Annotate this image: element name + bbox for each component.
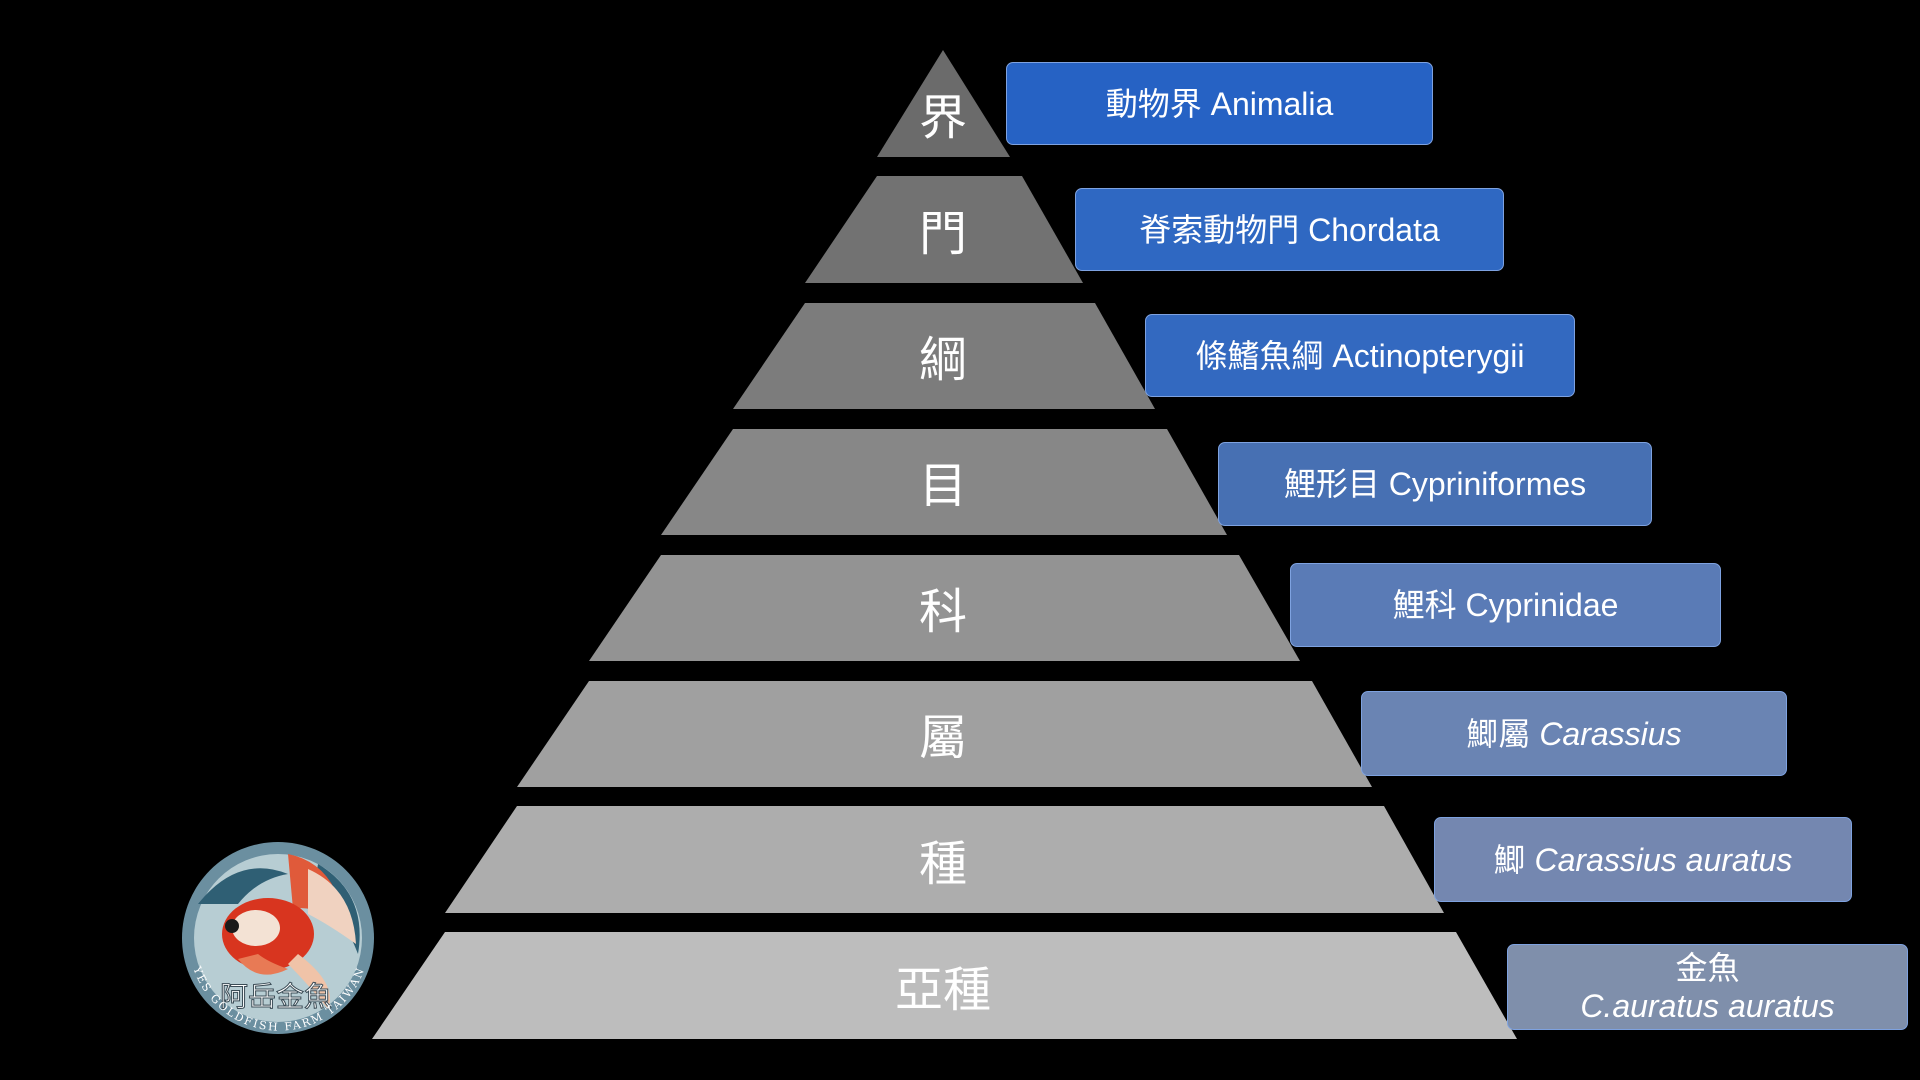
taxon-name-latin: Cypriniformes: [1388, 466, 1587, 502]
rank-label: 科: [918, 584, 967, 640]
goldfish-farm-logo: 阿岳金魚 YES GOLDFISH FARM TAIWAN: [182, 842, 374, 1034]
taxon-box: 條鰭魚綱 Actinopterygii: [1145, 314, 1575, 397]
rank-label: 界: [918, 89, 967, 146]
wave-icon: [198, 868, 288, 904]
taxon-name-latin: Animalia: [1210, 85, 1334, 122]
taxon-name-latin: Carassius auratus: [1534, 841, 1793, 878]
taxon-name-latin: Carassius: [1539, 715, 1682, 752]
taxon-name-cn: 金魚: [1675, 950, 1740, 986]
pyramid-tier: [517, 681, 1372, 787]
taxon-name-latin: Actinopterygii: [1332, 337, 1525, 374]
rank-label: 綱: [918, 332, 967, 388]
rank-label: 目: [918, 458, 967, 514]
rank-label: 屬: [918, 710, 967, 766]
taxon-name-cn: 鯉科: [1392, 587, 1457, 623]
rank-label: 種: [918, 835, 967, 892]
taxon-name-latin: C.auratus auratus: [1580, 988, 1835, 1024]
pyramid-tier: [372, 932, 1517, 1039]
logo-name-cn: 阿岳金魚: [220, 980, 332, 1013]
taxon-box: 鯽屬 Carassius: [1361, 691, 1787, 776]
taxon-box: 鯽 Carassius auratus: [1434, 817, 1852, 902]
taxon-box: 動物界 Animalia: [1006, 62, 1433, 145]
goldfish-icon: [222, 854, 356, 1009]
taxon-name-latin: Cyprinidae: [1465, 587, 1619, 623]
pyramid-tier: [805, 176, 1083, 283]
taxon-name-cn: 動物界: [1105, 85, 1202, 122]
pyramid-tier: [733, 303, 1155, 409]
pyramid-tier: [589, 555, 1300, 661]
taxon-name-cn: 鯉形目: [1283, 466, 1380, 502]
pyramid-tier: [445, 806, 1444, 913]
taxon-name-latin: Chordata: [1308, 211, 1440, 248]
rank-label: 亞種: [894, 961, 991, 1018]
taxon-box: 脊索動物門 Chordata: [1075, 188, 1504, 271]
taxon-name-cn: 鯽屬: [1466, 715, 1531, 752]
pyramid-tier: [877, 50, 1010, 157]
rank-label: 門: [918, 205, 967, 262]
pyramid-tier: [661, 429, 1227, 535]
taxon-box: 鯉形目 Cypriniformes: [1218, 442, 1652, 526]
taxon-name-cn: 脊索動物門: [1139, 211, 1300, 248]
taxon-name-cn: 鯽: [1493, 841, 1526, 878]
taxon-box: 鯉科 Cyprinidae: [1290, 563, 1721, 647]
taxon-name-cn: 條鰭魚綱: [1195, 337, 1324, 374]
